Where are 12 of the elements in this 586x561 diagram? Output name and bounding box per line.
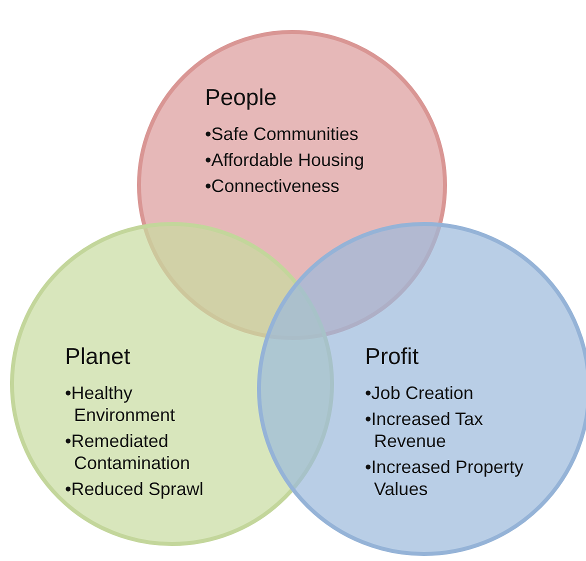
- bullet-item: •Healthy Environment: [65, 382, 176, 426]
- circle-heading: Profit: [365, 343, 419, 370]
- bullet-item: •Increased Tax Revenue: [365, 408, 484, 452]
- bullet-item: •Connectiveness: [205, 175, 340, 197]
- bullet-item: •Reduced Sprawl: [65, 478, 204, 500]
- circle-heading: Planet: [65, 343, 130, 370]
- bullet-item: •Remediated Contamination: [65, 430, 192, 474]
- bullet-item: •Safe Communities: [205, 123, 360, 145]
- bullet-item: •Job Creation: [365, 382, 474, 404]
- bullet-item: •Increased Property Values: [365, 456, 524, 500]
- circle-heading: People: [205, 84, 277, 111]
- bullet-item: •Affordable Housing: [205, 149, 366, 171]
